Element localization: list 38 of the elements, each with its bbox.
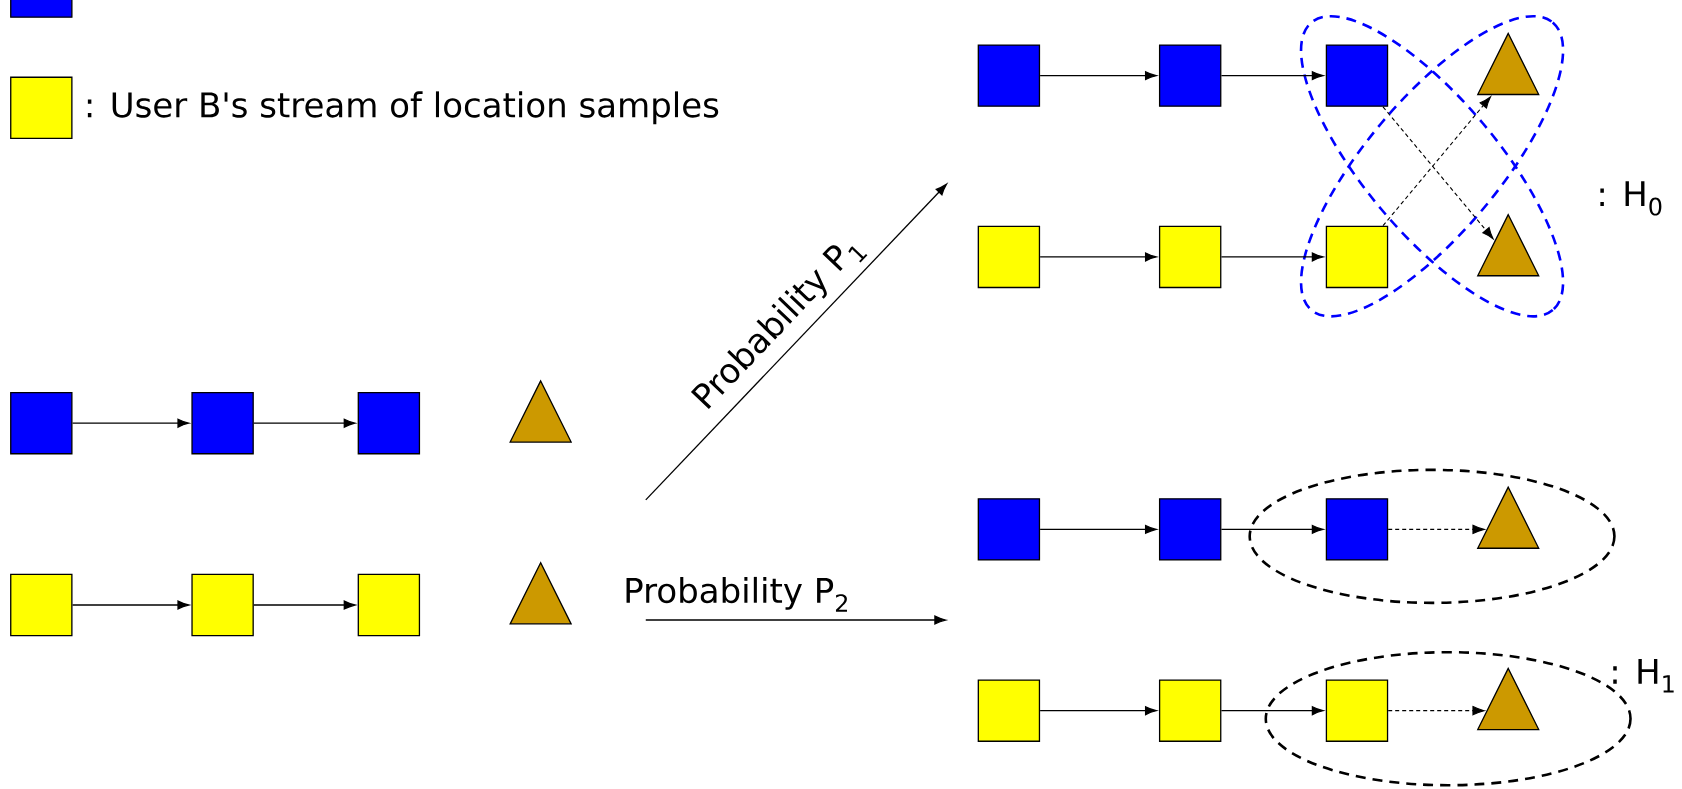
square	[191, 391, 254, 455]
arrow	[1039, 252, 1157, 262]
arrow	[1039, 71, 1157, 81]
arrow	[1220, 71, 1324, 81]
square	[977, 225, 1041, 289]
arrow	[1387, 524, 1485, 534]
arrow	[1220, 524, 1324, 534]
arrow	[71, 600, 190, 610]
arrow	[1387, 706, 1485, 716]
arrow	[1382, 106, 1494, 240]
arrow	[253, 418, 356, 428]
arrow	[1220, 706, 1324, 716]
square	[1158, 225, 1222, 289]
square	[977, 498, 1041, 561]
square	[1325, 44, 1389, 107]
square	[977, 679, 1041, 742]
arrow	[1039, 706, 1157, 716]
square	[357, 573, 421, 637]
square	[977, 44, 1041, 107]
square	[1325, 498, 1389, 561]
square	[1325, 679, 1389, 742]
arrow	[1220, 252, 1324, 262]
square	[191, 573, 254, 637]
arrow	[71, 418, 190, 428]
square	[1158, 679, 1222, 742]
hypothesis-label: : H$_{1}$	[1613, 659, 1674, 693]
square	[357, 391, 421, 455]
square	[1158, 498, 1222, 561]
square	[10, 391, 73, 455]
arrow	[1382, 96, 1491, 227]
square	[10, 573, 73, 637]
probability-label: Probability P$_{2}$	[626, 576, 847, 612]
square	[1158, 44, 1222, 107]
arrow	[1039, 524, 1157, 534]
hypothesis-label: : H$_{0}$	[1600, 181, 1662, 216]
arrow	[253, 600, 356, 610]
square	[1325, 225, 1389, 289]
legend-text: : User B's stream of location samples	[87, 91, 719, 125]
